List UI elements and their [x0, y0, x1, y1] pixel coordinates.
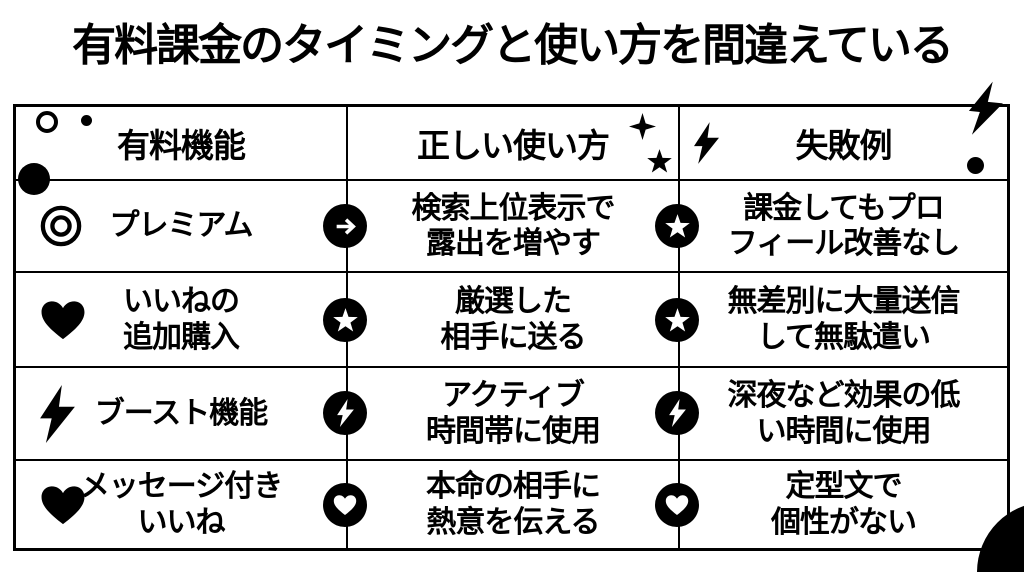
- feature-label: いいねの 追加購入: [123, 285, 240, 354]
- page-title: 有料課金のタイミングと使い方を間違えている: [72, 21, 954, 70]
- header-correct-usage-label: 正しい使い方: [417, 127, 610, 164]
- feature-label: ブースト機能: [94, 396, 268, 430]
- lightning-icon: [694, 121, 719, 165]
- star-icon: [646, 148, 673, 180]
- heart-circle-icon: [323, 483, 367, 527]
- header-correct-usage: 正しい使い方: [348, 107, 680, 181]
- failure-text: 深夜など効果の低 い時間に使用: [727, 379, 961, 448]
- correct-cell-2: 厳選した 相手に送る: [348, 273, 680, 368]
- failure-cell-2: 無差別に大量送信 して無駄遣い: [680, 273, 1007, 368]
- correct-text: 厳選した 相手に送る: [440, 285, 587, 354]
- heart-icon: [40, 484, 86, 525]
- feature-label: メッセージ付き いいね: [79, 470, 283, 539]
- dot-icon: [81, 115, 92, 126]
- star-circle-icon: [323, 298, 367, 342]
- header-failure: 失敗例: [680, 107, 1007, 181]
- arrow-circle-icon: [323, 204, 367, 248]
- failure-text: 課金してもプロ フィール改善なし: [727, 191, 960, 260]
- feature-cell-likes: いいねの 追加購入: [16, 273, 348, 368]
- dot-icon: [967, 157, 984, 174]
- lightning-circle-icon: [655, 391, 699, 435]
- failure-cell-4: 定型文で 個性がない: [680, 461, 1007, 548]
- lightning-icon: [966, 79, 1006, 142]
- correct-text: アクティブ 時間帯に使用: [426, 379, 601, 448]
- header-feature: 有料機能: [16, 107, 348, 181]
- correct-cell-4: 本命の相手に 熱意を伝える: [348, 461, 680, 548]
- correct-text: 本命の相手に 熱意を伝える: [426, 470, 601, 539]
- correct-text: 検索上位表示で 露出を増やす: [411, 191, 616, 260]
- failure-text: 無差別に大量送信 して無駄遣い: [727, 285, 961, 354]
- feature-cell-premium: プレミアム: [16, 181, 348, 273]
- sparkle-icon: [629, 113, 656, 145]
- lightning-circle-icon: [323, 391, 367, 435]
- heart-icon: [40, 299, 86, 340]
- star-circle-icon: [655, 204, 699, 248]
- header-failure-label: 失敗例: [795, 127, 893, 164]
- feature-cell-message-like: メッセージ付き いいね: [16, 461, 348, 548]
- feature-label: プレミアム: [109, 209, 254, 243]
- lightning-icon: [40, 384, 75, 443]
- correct-cell-1: 検索上位表示で 露出を増やす: [348, 181, 680, 273]
- ring-icon: [36, 111, 58, 133]
- comparison-table: 有料機能 正しい使い方 失敗例 プレミアム 検索上位表示で 露出を増やす: [13, 104, 1010, 551]
- star-circle-icon: [655, 298, 699, 342]
- correct-cell-3: アクティブ 時間帯に使用: [348, 368, 680, 461]
- header-feature-label: 有料機能: [117, 127, 246, 164]
- feature-cell-boost: ブースト機能: [16, 368, 348, 461]
- heart-circle-icon: [655, 483, 699, 527]
- failure-cell-1: 課金してもプロ フィール改善なし: [680, 181, 1007, 273]
- failure-cell-3: 深夜など効果の低 い時間に使用: [680, 368, 1007, 461]
- failure-text: 定型文で 個性がない: [771, 470, 917, 539]
- double-circle-icon: [40, 205, 82, 247]
- big-dot-icon: [18, 163, 50, 195]
